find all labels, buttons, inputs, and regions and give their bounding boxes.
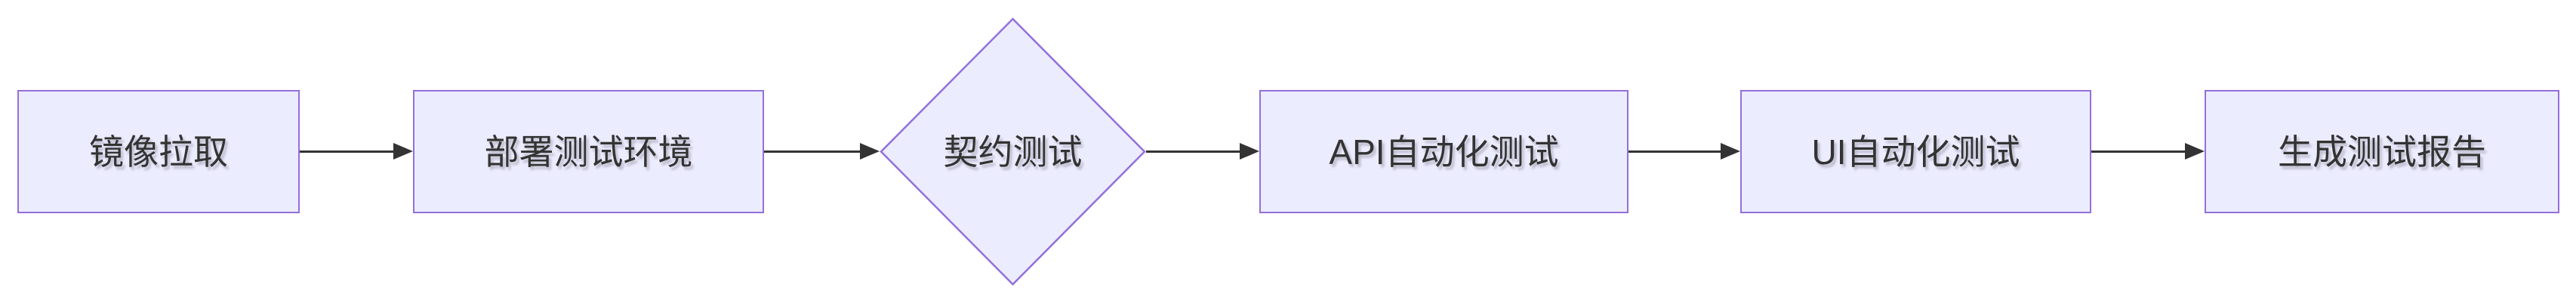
arrowhead-icon [393, 143, 413, 160]
node-api-automation-test: API自动化测试 [1259, 90, 1628, 213]
node-deploy-test-env-label: 部署测试环境 [484, 132, 693, 172]
node-api-automation-test-label: API自动化测试 [1329, 132, 1559, 172]
edge-line [1628, 150, 1724, 153]
node-image-pull-label: 镜像拉取 [89, 132, 228, 172]
edge-line [764, 150, 863, 153]
node-generate-test-report: 生成测试报告 [2205, 90, 2559, 213]
edge-line [300, 150, 396, 153]
edge-line [1146, 150, 1243, 153]
edge-ui-to-report [2091, 0, 2205, 304]
arrowhead-icon [860, 143, 880, 160]
diamond-shape [880, 17, 1146, 286]
arrowhead-icon [2185, 143, 2205, 160]
node-image-pull: 镜像拉取 [17, 90, 300, 213]
edge-line [2091, 150, 2188, 153]
edge-contract-to-api [1146, 0, 1259, 304]
node-ui-automation-test: UI自动化测试 [1740, 90, 2091, 213]
node-ui-automation-test-label: UI自动化测试 [1811, 132, 2020, 172]
node-generate-test-report-label: 生成测试报告 [2278, 132, 2486, 172]
node-contract-test-shape [880, 17, 1146, 286]
arrowhead-icon [1721, 143, 1740, 160]
edge-api-to-ui [1628, 0, 1740, 304]
node-deploy-test-env: 部署测试环境 [413, 90, 764, 213]
arrowhead-icon [1240, 143, 1259, 160]
edge-deploy-to-contract [764, 0, 880, 304]
edge-image-pull-to-deploy [300, 0, 413, 304]
